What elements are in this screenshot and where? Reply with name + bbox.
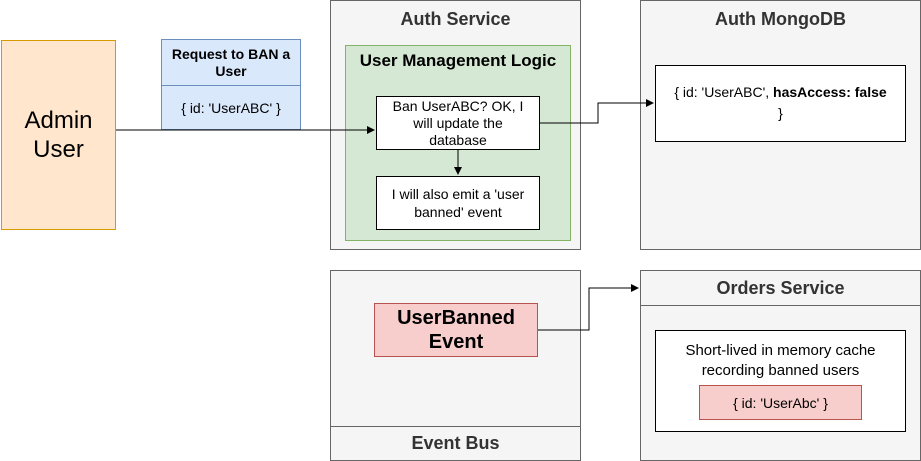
mongodb-record-line1: { id: 'UserABC', hasAccess: false — [656, 82, 905, 103]
event-bus-title: Event Bus — [411, 433, 500, 453]
event-bus-divider — [331, 426, 580, 427]
user-management-logic-title: User Management Logic — [359, 51, 557, 70]
orders-service-divider — [641, 305, 920, 306]
logic-step-emit-event: I will also emit a 'user banned' event — [376, 176, 540, 230]
mongodb-record-has-access: hasAccess: false — [773, 84, 887, 100]
user-banned-event: UserBanned Event — [374, 303, 538, 357]
request-note: Request to BAN a User { id: 'UserABC' } — [161, 39, 301, 130]
event-bus-container: Event Bus — [330, 270, 581, 461]
mongodb-record-close: } — [778, 105, 783, 121]
mongodb-record-prefix: { id: 'UserABC', — [674, 84, 774, 100]
auth-mongodb-title: Auth MongoDB — [715, 8, 846, 29]
cache-entry: { id: 'UserAbc' } — [699, 385, 862, 420]
mongodb-record: { id: 'UserABC', hasAccess: false } — [655, 65, 906, 142]
auth-service-title: Auth Service — [400, 8, 511, 29]
admin-user-label: Admin User — [24, 107, 93, 163]
logic-step-update-db: Ban UserABC? OK, I will update the datab… — [376, 96, 540, 150]
request-note-title: Request to BAN a User — [162, 40, 300, 86]
request-note-body: { id: 'UserABC' } — [181, 99, 281, 116]
admin-user-node: Admin User — [1, 40, 116, 230]
orders-service-title: Orders Service — [716, 277, 845, 298]
memory-cache-text: Short-lived in memory cache recording ba… — [685, 342, 876, 379]
memory-cache-box: Short-lived in memory cache recording ba… — [655, 330, 906, 432]
user-banned-event-label: UserBanned Event — [397, 307, 515, 353]
